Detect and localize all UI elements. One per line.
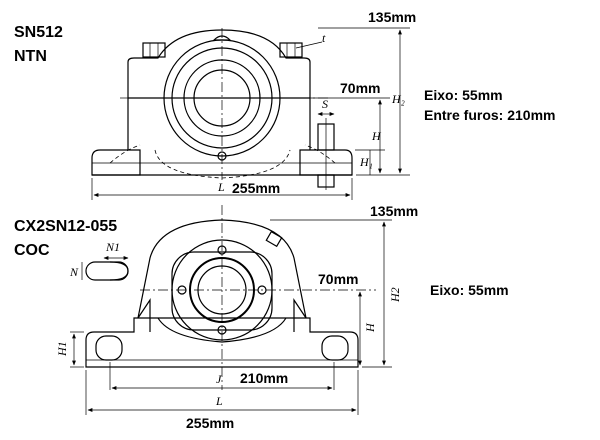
sn512-model-label: SN512 (14, 24, 63, 41)
cx2sn12-insert-flange (171, 251, 273, 331)
cx2sn12-shaft-label: Eixo: 55mm (430, 282, 509, 298)
cx2sn12-length: 255mm (186, 415, 234, 431)
sn512-sym-S: S (322, 97, 328, 111)
cx2sn12-sym-H: H (363, 322, 377, 333)
sn512-sym-H: H (371, 129, 382, 143)
sn512-sym-L: L (217, 180, 225, 194)
cx2sn12-drawing: N1 N H2 H H1 J L (55, 205, 402, 415)
sn512-center-height: 70mm (340, 80, 380, 96)
sn512-total-height: 135mm (368, 9, 416, 25)
cx2sn12-slot-detail (85, 261, 129, 281)
sn512-drawing: H₂ H H₁ S t L (91, 27, 410, 200)
sn512-cap-bolt-left (142, 42, 166, 58)
sn512-brand-label: NTN (14, 48, 47, 65)
sn512-length: 255mm (232, 180, 280, 196)
cx2sn12-sym-N: N (69, 265, 79, 279)
cx2sn12-base (85, 317, 359, 368)
cx2sn12-model-label: CX2SN12-055 (14, 218, 117, 235)
sn512-sym-t: t (322, 31, 326, 45)
cx2sn12-sym-H1: H1 (55, 341, 69, 357)
cx2sn12-grease-nipple (265, 230, 283, 248)
cx2sn12-sym-H2: H2 (388, 287, 402, 303)
cx2sn12-center-height: 70mm (318, 271, 358, 287)
cx2sn12-slot-left (95, 335, 123, 361)
sn512-bolt-spacing-label: Entre furos: 210mm (424, 107, 555, 123)
sn512-sym-H1: H₁ (359, 155, 373, 169)
cx2sn12-bolt-spacing: 210mm (240, 370, 288, 386)
sn512-cap-bolt-right (279, 42, 303, 58)
cx2sn12-slot-right (321, 335, 349, 361)
cx2sn12-sym-J: J (216, 372, 222, 386)
sn512-shaft-label: Eixo: 55mm (424, 87, 503, 103)
cx2sn12-sym-L: L (215, 394, 223, 408)
cx2sn12-sym-N1: N1 (105, 240, 120, 254)
sn512-base (91, 149, 141, 176)
sn512-sym-H2: H₂ (391, 92, 405, 106)
cx2sn12-total-height: 135mm (370, 203, 418, 219)
cx2sn12-brand-label: COC (14, 242, 50, 259)
